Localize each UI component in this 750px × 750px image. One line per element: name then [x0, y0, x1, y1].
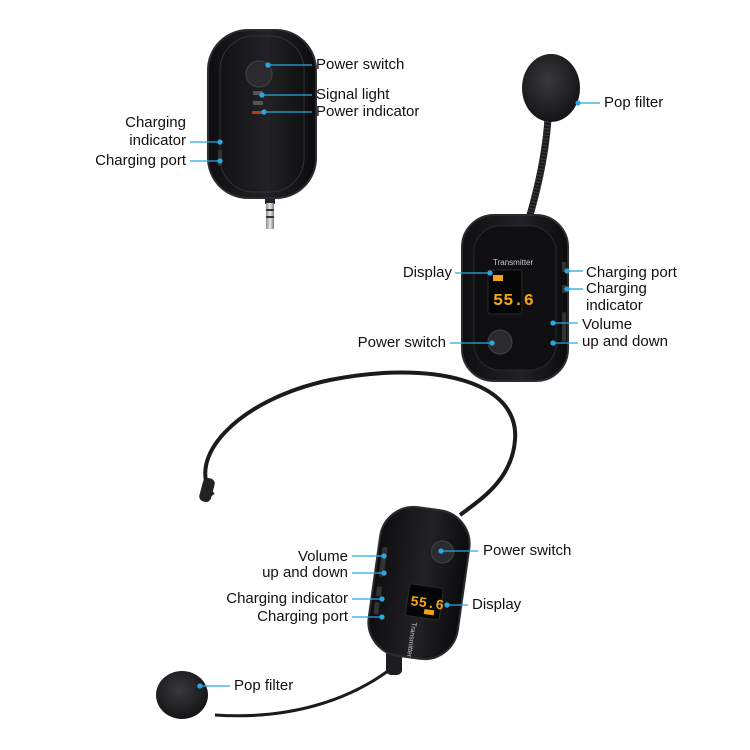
handheld-volume-label-line2: up and down: [582, 333, 668, 350]
headset-transmitter-text: Transmitter: [405, 622, 417, 658]
receiver-power-button-icon: [245, 60, 273, 88]
headset-charging-indicator-label: Charging indicator: [226, 590, 348, 607]
headset-power-switch-label: Power switch: [483, 542, 572, 559]
leader-lines: [190, 62, 600, 689]
receiver-power-indicator-label: Power indicator: [316, 103, 420, 120]
handheld-transmitter-device: Transmitter 55.6: [461, 54, 580, 382]
headset-transmitter-device: 55.6 Transmitter: [156, 370, 518, 719]
handheld-foam-windscreen: [522, 54, 580, 122]
handheld-power-switch-label: Power switch: [357, 334, 446, 351]
headset-foam-windscreen: [156, 671, 208, 719]
handheld-display-value: 55.6: [493, 292, 534, 311]
headset-pop-filter-label: Pop filter: [234, 677, 294, 694]
headset-display-value: 55.6: [409, 594, 445, 615]
headset-volume-label-line2: up and down: [262, 564, 348, 581]
handheld-volume-label-line1: Volume: [582, 316, 633, 333]
headset-volume-label-line1: Volume: [297, 548, 348, 565]
headset-display-label: Display: [472, 596, 522, 613]
handheld-charging-indicator-label-line1: Charging: [586, 280, 647, 297]
receiver-signal-light-label: Signal light: [316, 86, 390, 103]
handheld-transmitter-text: Transmitter: [493, 258, 533, 267]
receiver-power-switch-label: Power switch: [316, 56, 405, 73]
receiver-charging-indicator-label-line1: Charging: [125, 114, 186, 131]
receiver-charging-port-label: Charging port: [95, 152, 186, 169]
handheld-power-button-icon: [487, 329, 513, 355]
headband: [203, 370, 518, 517]
handheld-charging-indicator-label-line2: indicator: [586, 297, 643, 314]
handheld-charging-port-label: Charging port: [586, 264, 677, 281]
receiver-charging-indicator-label-line2: indicator: [129, 132, 186, 149]
headset-charging-port-label: Charging port: [257, 608, 348, 625]
receiver-device: [207, 29, 317, 229]
handheld-pop-filter-label: Pop filter: [604, 94, 664, 111]
handheld-display-label: Display: [402, 264, 452, 281]
